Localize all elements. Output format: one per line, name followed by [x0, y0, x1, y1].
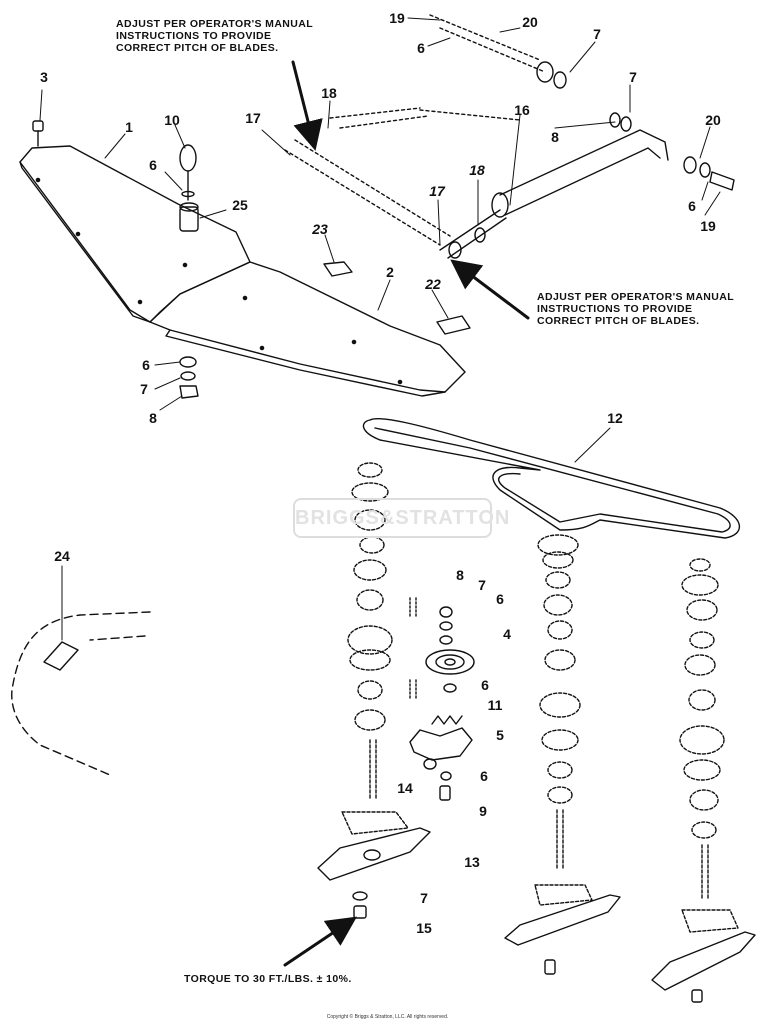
- callout-7: 7: [478, 577, 486, 593]
- callout-3: 3: [40, 69, 48, 85]
- copyright-footer: Copyright © Briggs & Stratton, LLC. All …: [326, 1014, 449, 1020]
- callout-6: 6: [688, 198, 696, 214]
- pulley-4: [425, 649, 475, 675]
- eyebolt-10: [179, 144, 197, 172]
- callout-7: 7: [420, 890, 428, 906]
- lockwasher-7: [180, 371, 196, 381]
- washer-20: [683, 156, 697, 174]
- callout-7: 7: [140, 381, 148, 397]
- callout-12: 12: [607, 410, 623, 426]
- callout-15: 15: [416, 920, 432, 936]
- spring-11: [431, 715, 463, 725]
- pitch-adjustment-note-top: ADJUST PER OPERATOR'S MANUAL INSTRUCTION…: [116, 18, 314, 54]
- callout-13: 13: [464, 854, 480, 870]
- callout-10: 10: [164, 112, 180, 128]
- decal-23: [323, 261, 353, 277]
- callout-16: 16: [514, 102, 530, 118]
- spindle-left: [341, 462, 409, 835]
- pitch-arrow-1: [291, 60, 323, 151]
- brand-watermark: BRIGGS&STRATTON: [293, 498, 509, 538]
- callout-24: 24: [54, 548, 70, 564]
- washer-6: [179, 356, 197, 368]
- callout-2: 2: [386, 264, 394, 280]
- callout-25: 25: [232, 197, 248, 213]
- callout-17: 17: [245, 110, 261, 126]
- spacer-25: [179, 206, 199, 232]
- callout-18: 18: [321, 85, 337, 101]
- callout-6: 6: [496, 591, 504, 607]
- nut-8: [179, 385, 199, 399]
- callout-7: 7: [629, 69, 637, 85]
- callout-11: 11: [487, 697, 503, 713]
- callout-17: 17: [429, 183, 445, 199]
- decal-22: [436, 315, 471, 335]
- bolt-15: [353, 905, 367, 919]
- decal-24: [43, 641, 79, 671]
- pitch-adjustment-note-right: ADJUST PER OPERATOR'S MANUAL INSTRUCTION…: [537, 291, 735, 327]
- callout-7: 7: [593, 26, 601, 42]
- callout-6: 6: [480, 768, 488, 784]
- blade-13: [317, 827, 431, 881]
- callout-1: 1: [125, 119, 133, 135]
- idler-arm-5: [409, 727, 473, 761]
- blade-right: [651, 931, 756, 991]
- bolt-9: [439, 785, 451, 801]
- nut-8-idler: [439, 606, 453, 618]
- spindle-middle: [534, 534, 593, 906]
- callout-5: 5: [496, 727, 504, 743]
- callout-6: 6: [417, 40, 425, 56]
- callout-20: 20: [522, 14, 538, 30]
- callout-8: 8: [456, 567, 464, 583]
- callout-19: 19: [389, 10, 405, 26]
- callout-23: 23: [312, 221, 328, 237]
- callout-20: 20: [705, 112, 721, 128]
- lever-16: [499, 129, 669, 216]
- callout-19: 19: [700, 218, 716, 234]
- torque-arrow: [283, 916, 357, 967]
- callout-18: 18: [469, 162, 485, 178]
- torque-note: TORQUE TO 30 FT./LBS. ± 10%.: [184, 973, 352, 985]
- spindle-right: [679, 558, 739, 933]
- spacer-14: [423, 758, 437, 770]
- callout-6: 6: [142, 357, 150, 373]
- deck-plate-2: [149, 261, 466, 393]
- callout-22: 22: [425, 276, 441, 292]
- callout-8: 8: [551, 129, 559, 145]
- belt-12: [362, 418, 741, 539]
- washer-7-bottom: [352, 891, 368, 901]
- callout-6: 6: [149, 157, 157, 173]
- deck-housing-outline: [11, 611, 151, 776]
- bolt-19: [709, 171, 735, 191]
- callout-14: 14: [397, 780, 413, 796]
- deck-plate-1: [19, 145, 251, 323]
- callout-4: 4: [503, 626, 511, 642]
- pitch-arrow-2: [450, 259, 530, 320]
- adjustment-shaft-assembly: [284, 107, 521, 246]
- callout-8: 8: [149, 410, 157, 426]
- deck-plate-1-edge: [19, 161, 151, 323]
- blade-middle: [504, 894, 621, 946]
- leader-lines: [39, 17, 721, 641]
- callout-6: 6: [481, 677, 489, 693]
- callout-9: 9: [479, 803, 487, 819]
- bolt-3: [32, 120, 44, 132]
